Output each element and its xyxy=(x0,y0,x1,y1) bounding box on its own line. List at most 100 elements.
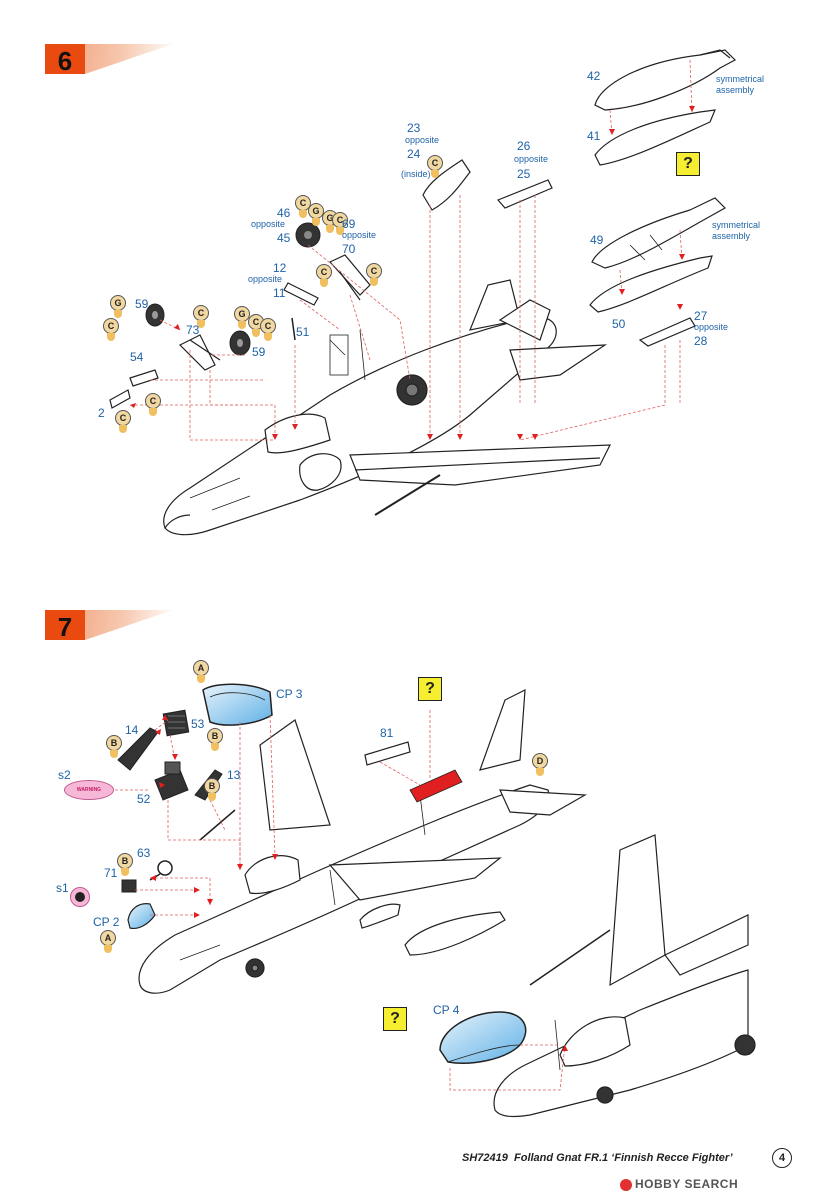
label-part-24: 24 xyxy=(407,147,421,161)
part-51-probe xyxy=(291,317,296,341)
label-part-63: 63 xyxy=(137,846,151,860)
marker-c-icon: C xyxy=(427,155,443,178)
step-6-badge: 6 xyxy=(45,44,173,76)
part-52-seat-pan xyxy=(154,761,189,801)
marker-c-icon: C xyxy=(366,263,382,286)
part-71-panel xyxy=(121,879,137,893)
label-part-13: 13 xyxy=(227,768,241,782)
unknown-help-icon: ? xyxy=(383,1007,407,1031)
marker-c-icon: C xyxy=(145,393,161,416)
marker-b-icon: B xyxy=(204,778,220,801)
part-59-wheel-right xyxy=(229,330,251,356)
label-part-53: 53 xyxy=(191,717,205,731)
marker-c-icon: C xyxy=(332,212,348,235)
label-part-42: 42 xyxy=(587,69,601,83)
label-part-71: 71 xyxy=(104,866,118,880)
part-54-door xyxy=(129,369,159,387)
label-part-28: 28 xyxy=(694,334,708,348)
page-number: 4 xyxy=(772,1148,792,1168)
label-part-11: 11 xyxy=(273,286,286,300)
footer-title: SH72419 Folland Gnat FR.1 ‘Finnish Recce… xyxy=(462,1152,733,1164)
step-number: 6 xyxy=(57,46,73,76)
watermark: HOBBY SEARCH xyxy=(620,1177,738,1191)
marker-b-icon: B xyxy=(106,735,122,758)
step6-arrows xyxy=(130,106,695,440)
label-part-12: 12 xyxy=(273,261,287,275)
label-opposite: opposite xyxy=(694,322,729,332)
step7-aircraft-detail xyxy=(493,834,756,1118)
marker-c-icon: C xyxy=(295,195,311,218)
marker-g-icon: G xyxy=(234,306,250,329)
label-opposite: opposite xyxy=(248,274,283,284)
label-part-69: 69 xyxy=(342,217,356,231)
fuselage-red-tag xyxy=(409,769,463,803)
label-part-59: 59 xyxy=(135,297,149,311)
label-part-23: 23 xyxy=(407,121,421,135)
marker-c-icon: C xyxy=(103,318,119,341)
marker-b-icon: B xyxy=(207,728,223,751)
label-cp3: CP 3 xyxy=(276,687,303,701)
part-59-wheel-left xyxy=(145,303,165,327)
label-part-25: 25 xyxy=(517,167,531,181)
part-cp3-canopy xyxy=(202,683,273,726)
step7-aircraft-main xyxy=(138,688,588,994)
label-assembly: assembly xyxy=(716,85,755,95)
marker-g-icon: G xyxy=(110,295,126,318)
marker-c-icon: C xyxy=(115,410,131,433)
kit-code: SH72419 xyxy=(462,1152,508,1164)
marker-g-icon: G xyxy=(308,203,324,226)
label-part-70: 70 xyxy=(342,242,356,256)
marker-a-icon: A xyxy=(193,660,209,683)
unknown-help-icon: ? xyxy=(676,152,700,176)
label-part-50: 50 xyxy=(612,317,626,331)
part-81-pitot xyxy=(364,741,411,766)
label-opposite: opposite xyxy=(251,219,286,229)
label-opposite: opposite xyxy=(405,135,440,145)
label-part-49: 49 xyxy=(590,233,604,247)
label-opposite: opposite xyxy=(514,154,549,164)
label-part-14: 14 xyxy=(125,723,139,737)
label-part-27: 27 xyxy=(694,309,708,323)
step7-arrows xyxy=(150,715,568,1051)
decal-warning-text: WARNING xyxy=(76,787,102,793)
marker-c-icon: C xyxy=(316,264,332,287)
part-49-tank-upper xyxy=(591,197,726,269)
part-25-26-pylon xyxy=(496,179,553,209)
part-cp4-canopy xyxy=(439,1011,527,1064)
label-cp4: CP 4 xyxy=(433,1003,460,1017)
part-53-seat-back xyxy=(162,709,190,737)
step-7-badge: 7 xyxy=(45,610,173,642)
label-assembly: assembly xyxy=(712,231,751,241)
label-inside: (inside) xyxy=(401,169,431,179)
label-s2: s2 xyxy=(58,768,71,782)
part-69-70-strut xyxy=(329,254,371,301)
watermark-logo-icon xyxy=(620,1178,632,1191)
part-73-gear-leg xyxy=(178,334,221,371)
label-symmetrical: symmetrical xyxy=(712,220,761,230)
label-part-73: 73 xyxy=(186,323,200,337)
part-11-12-door xyxy=(283,282,319,306)
watermark-text: HOBBY SEARCH xyxy=(635,1177,739,1191)
unknown-help-icon: ? xyxy=(418,677,442,701)
marker-d-icon: D xyxy=(532,753,548,776)
label-part-45: 45 xyxy=(277,231,291,245)
decal-s1-roundel xyxy=(70,887,90,907)
label-opposite: opposite xyxy=(342,230,377,240)
label-part-51: 51 xyxy=(296,325,310,339)
label-part-81: 81 xyxy=(380,726,394,740)
label-part-52: 52 xyxy=(137,792,151,806)
kit-title: Folland Gnat FR.1 ‘Finnish Recce Fighter… xyxy=(514,1152,733,1164)
part-50-tank-lower xyxy=(589,255,713,313)
part-42-tank-upper xyxy=(594,49,736,111)
marker-b-icon: B xyxy=(117,853,133,876)
part-cp2-windscreen xyxy=(127,903,156,930)
step-number: 7 xyxy=(57,612,73,642)
label-part-26: 26 xyxy=(517,139,531,153)
part-41-tank-lower xyxy=(594,109,716,166)
label-part-2: 2 xyxy=(98,406,105,420)
label-s1: s1 xyxy=(56,881,69,895)
label-part-41: 41 xyxy=(587,129,601,143)
part-45-46-wheel xyxy=(295,222,321,248)
marker-a-icon: A xyxy=(100,930,116,953)
